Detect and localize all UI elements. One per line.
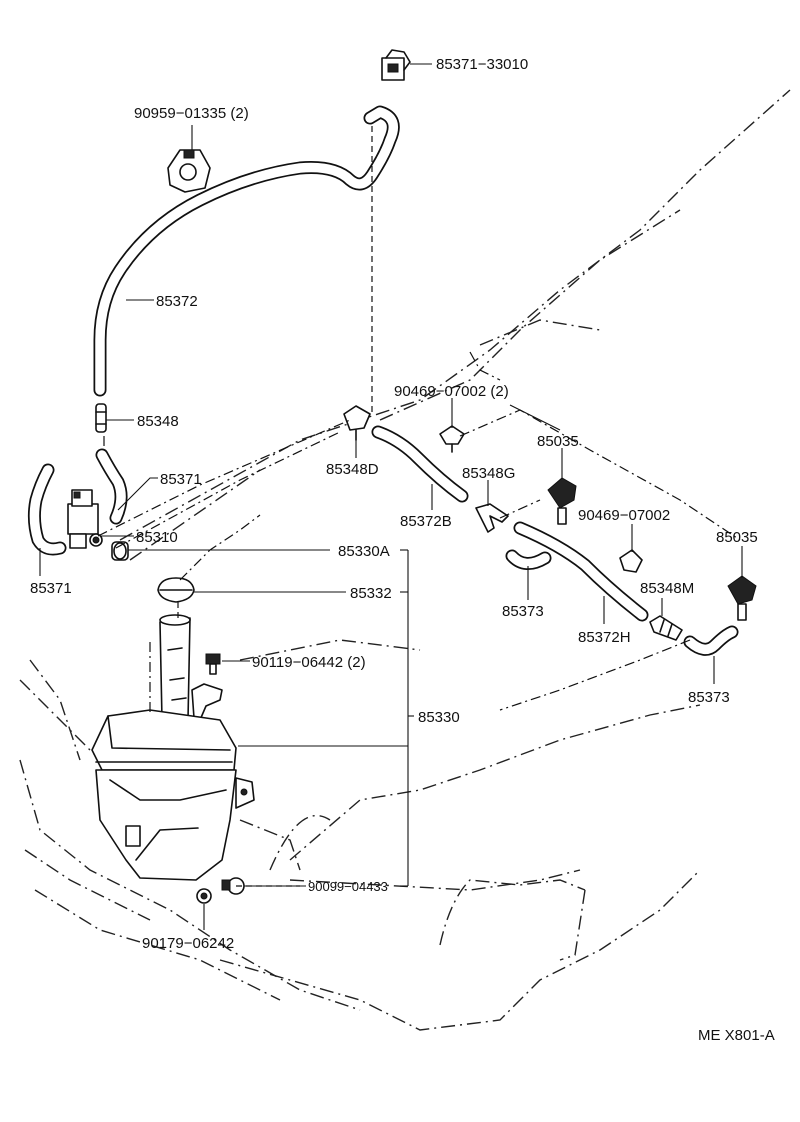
label-90959-01335: 90959−01335 (2) <box>134 105 249 122</box>
label-85372H: 85372H <box>578 629 631 646</box>
label-90469-07002-2: 90469−07002 (2) <box>394 383 509 400</box>
label-85348D: 85348D <box>326 461 379 478</box>
joint-85348M <box>649 615 683 641</box>
label-85348G: 85348G <box>462 465 515 482</box>
hose-85373-right <box>683 625 739 656</box>
hose-85372B <box>371 425 469 503</box>
label-90179-06242: 90179−06242 <box>142 935 234 952</box>
label-85372: 85372 <box>156 293 198 310</box>
label-90099-04433: 90099−04433 <box>308 879 388 894</box>
grommet-85330A <box>111 541 129 561</box>
leader-lines <box>39 63 743 930</box>
label-85373-right: 85373 <box>688 689 730 706</box>
label-90469-07002: 90469−07002 <box>578 507 670 524</box>
vehicle-body-outline <box>19 89 791 1031</box>
washer-tank-85330 <box>91 614 255 881</box>
label-85348M: 85348M <box>640 580 694 597</box>
hose-85372 <box>93 105 400 397</box>
label-85330: 85330 <box>418 709 460 726</box>
part-labels: 85371−33010 90959−01335 (2) 85372 85348 … <box>30 56 775 1044</box>
hose-85373-left <box>505 549 552 570</box>
hose-85372H <box>513 521 649 622</box>
label-85035-a: 85035 <box>537 433 579 450</box>
joint-85348 <box>95 403 107 433</box>
label-85371-33010: 85371−33010 <box>436 56 528 73</box>
label-85373-left: 85373 <box>502 603 544 620</box>
label-85035-b: 85035 <box>716 529 758 546</box>
hose-85371-upper <box>95 448 128 525</box>
nozzle-85035-a <box>547 477 577 525</box>
label-85372B: 85372B <box>400 513 452 530</box>
label-85371-left: 85371 <box>30 580 72 597</box>
diagram-code: ME X801-A <box>698 1027 775 1044</box>
joint-85348G <box>475 503 509 533</box>
label-85371-upper: 85371 <box>160 471 202 488</box>
clip-85371-33010 <box>381 49 411 81</box>
pump-85310 <box>67 489 103 549</box>
label-90119-06442: 90119−06442 (2) <box>252 654 366 671</box>
joint-85348D <box>343 405 371 441</box>
label-85330A: 85330A <box>338 543 390 560</box>
cap-85332 <box>157 577 195 603</box>
label-85332: 85332 <box>350 585 392 602</box>
bolt-90119-06442 <box>205 653 221 675</box>
nozzle-85035-b <box>727 575 757 621</box>
label-85310: 85310 <box>136 529 178 546</box>
clip-90469-07002-2 <box>439 425 465 453</box>
clip-90469-07002 <box>619 549 643 573</box>
nut-90179-06242 <box>196 888 212 904</box>
clamp-90959-01335 <box>167 149 211 193</box>
hose-85371-left <box>27 463 67 556</box>
label-85348: 85348 <box>137 413 179 430</box>
